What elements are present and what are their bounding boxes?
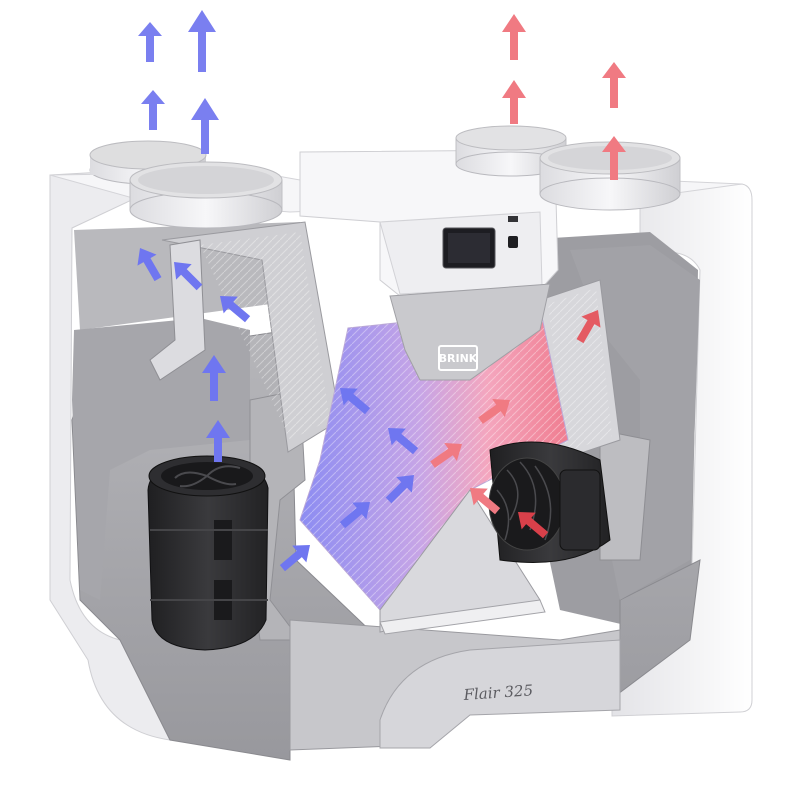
arrow-icon-red xyxy=(430,443,462,468)
supply-fan xyxy=(147,455,269,651)
arrow-icon-red xyxy=(502,14,526,60)
arrow-icon-blue xyxy=(138,22,162,62)
arrow-icon-blue xyxy=(388,428,419,455)
arrow-icon-red xyxy=(576,310,601,344)
front-plate xyxy=(389,283,551,381)
control-module: BRINK xyxy=(299,149,559,381)
fan-blades xyxy=(174,465,241,488)
arrow-icon-blue xyxy=(206,420,230,462)
foam-left-chamber xyxy=(72,318,250,600)
arrow-icon-blue xyxy=(191,98,219,154)
arrow-icon-red xyxy=(602,136,626,180)
warm-airflow-arrows xyxy=(430,14,626,539)
model-nameplate: Flair 325 xyxy=(462,681,534,704)
arrow-icon-blue xyxy=(141,90,165,130)
arrow-icon-blue xyxy=(202,355,226,401)
brand-logo xyxy=(438,345,478,371)
arrow-icon-blue xyxy=(279,545,310,572)
side-panel xyxy=(611,183,753,717)
arrow-icon-blue xyxy=(188,10,216,72)
arrow-icon-red xyxy=(518,512,549,539)
usb-port xyxy=(508,216,518,222)
duct-spigot-2 xyxy=(129,161,283,229)
arrow-icon-blue xyxy=(137,248,162,282)
arrow-icon-red xyxy=(478,399,510,424)
arrow-icon-red xyxy=(502,80,526,124)
drip-tray-curve xyxy=(379,639,621,749)
arrow-icon-red xyxy=(602,62,626,108)
cold-airflow-arrows xyxy=(137,10,419,572)
arrow-icon-blue xyxy=(385,475,414,504)
arrow-icon-blue xyxy=(339,502,370,529)
exhaust-fan xyxy=(488,441,611,563)
service-connector xyxy=(508,236,518,248)
arrow-icon-blue xyxy=(174,262,203,291)
arrow-icon-blue xyxy=(220,296,251,323)
arrow-icon-red xyxy=(470,488,501,515)
arrow-icon-blue xyxy=(340,388,371,415)
brand-logo-text: BRINK xyxy=(439,352,478,365)
